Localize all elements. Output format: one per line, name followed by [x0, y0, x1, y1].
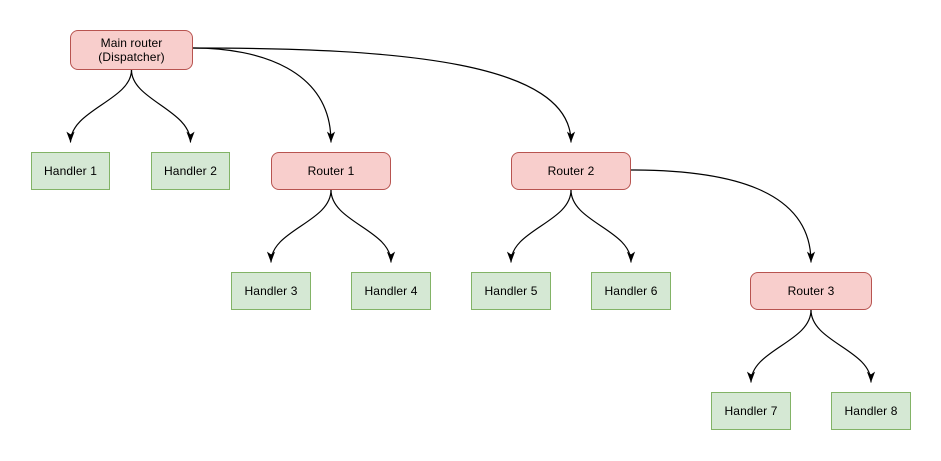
node-label-router-2: Router 2: [547, 164, 595, 178]
node-main-router[interactable]: Main router (Dispatcher): [70, 30, 193, 70]
node-label-handler-8: Handler 8: [844, 404, 898, 418]
node-label-handler-3: Handler 3: [244, 284, 298, 298]
edge-main-router-to-router-1: [192, 47, 336, 143]
node-handler-7[interactable]: Handler 7: [711, 392, 791, 430]
node-label-router-1: Router 1: [307, 164, 355, 178]
edge-router-2-to-handler-6: [570, 189, 636, 263]
node-handler-3[interactable]: Handler 3: [231, 272, 311, 310]
node-router-3[interactable]: Router 3: [750, 272, 872, 310]
edge-router-1-to-handler-4: [330, 189, 396, 263]
edge-router-2-to-handler-5: [506, 189, 572, 263]
node-handler-6[interactable]: Handler 6: [591, 272, 671, 310]
node-label-handler-6: Handler 6: [604, 284, 658, 298]
edge-main-router-to-handler-2: [130, 69, 195, 143]
edge-main-router-to-router-2: [192, 47, 576, 143]
node-label-main-router: Main router (Dispatcher): [98, 36, 165, 64]
node-router-1[interactable]: Router 1: [271, 152, 391, 190]
edge-router-3-to-handler-8: [810, 309, 876, 383]
node-handler-2[interactable]: Handler 2: [151, 152, 230, 190]
node-label-handler-4: Handler 4: [364, 284, 418, 298]
node-handler-1[interactable]: Handler 1: [31, 152, 110, 190]
node-label-handler-7: Handler 7: [724, 404, 778, 418]
edge-main-router-to-handler-1: [66, 69, 133, 143]
node-label-handler-5: Handler 5: [484, 284, 538, 298]
node-router-2[interactable]: Router 2: [511, 152, 631, 190]
node-handler-8[interactable]: Handler 8: [831, 392, 911, 430]
node-label-handler-1: Handler 1: [44, 164, 97, 178]
edge-router-2-to-router-3: [630, 169, 816, 263]
edge-router-3-to-handler-7: [746, 309, 812, 383]
node-label-router-3: Router 3: [787, 284, 835, 298]
node-handler-5[interactable]: Handler 5: [471, 272, 551, 310]
node-label-handler-2: Handler 2: [164, 164, 217, 178]
edge-router-1-to-handler-3: [266, 189, 332, 263]
edges-group: [66, 47, 876, 383]
node-handler-4[interactable]: Handler 4: [351, 272, 431, 310]
